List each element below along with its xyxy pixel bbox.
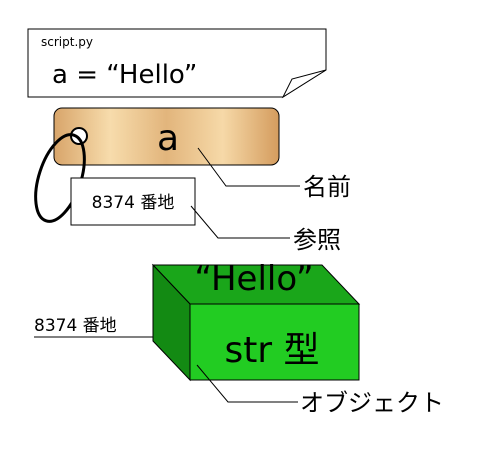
address-box-outline: [70, 177, 196, 226]
callout-name-line: [197, 147, 300, 187]
tag-body: [53, 107, 280, 166]
reference-address: 8374 番地: [92, 193, 175, 213]
variable-name: a: [157, 118, 179, 159]
callout-object-label: オブジェクト: [300, 389, 444, 417]
callout-reference: 参照: [190, 205, 341, 254]
box-front-face: [189, 303, 360, 381]
object-address-label: 8374 番地: [34, 316, 117, 336]
object-type-label: str 型: [224, 330, 319, 371]
object-value: “Hello”: [194, 259, 313, 299]
reference-address-box: 8374 番地: [70, 177, 196, 226]
callout-reference-label: 参照: [293, 226, 341, 254]
object-address: 8374 番地: [34, 316, 153, 338]
folded-corner-icon: [281, 69, 327, 99]
callout-reference-line: [190, 205, 290, 239]
object-box: “Hello” str 型: [151, 259, 361, 382]
file-name: script.py: [41, 35, 93, 49]
callout-name: 名前: [197, 147, 351, 201]
callout-name-label: 名前: [303, 173, 351, 201]
script-file-card: script.py a = “Hello”: [27, 28, 327, 99]
callout-object: オブジェクト: [196, 364, 444, 417]
callout-object-line: [196, 364, 298, 403]
code-line: a = “Hello”: [52, 60, 197, 90]
